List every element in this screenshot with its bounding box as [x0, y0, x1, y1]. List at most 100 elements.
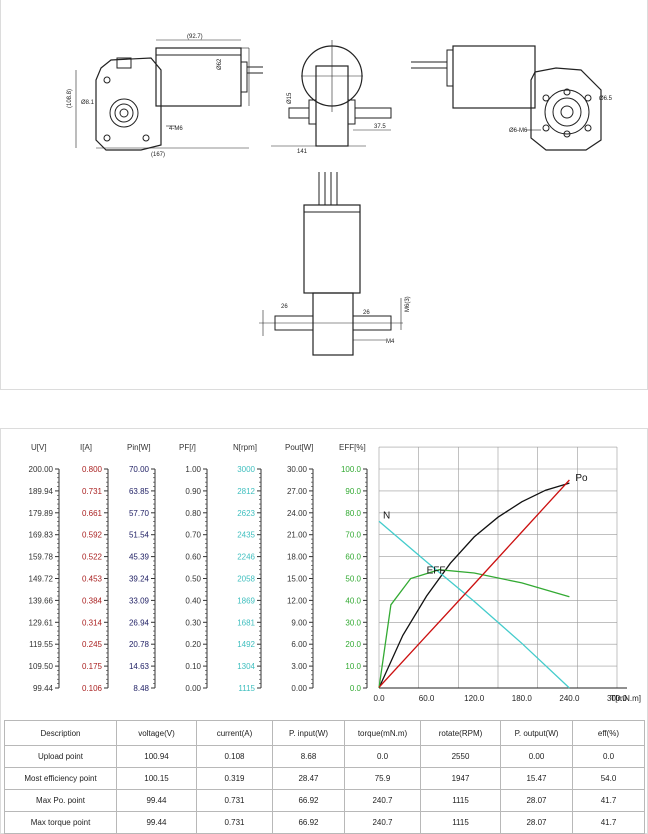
axis-tick-label: 26.94	[129, 618, 150, 627]
axis-tick-label: 40.0	[345, 596, 361, 605]
dim-label: 26	[363, 310, 370, 316]
table-cell: 0.0	[572, 745, 645, 768]
axis-tick-label: 149.72	[29, 575, 54, 584]
table-cell: 99.44	[116, 789, 197, 812]
dim-label: Ø62	[217, 58, 223, 70]
motor-technical-drawing: (92.7) Ø62 (108.8) Ø8.1 (167) 4-M6 Ø15 3…	[67, 34, 613, 356]
table-cell: 75.9	[344, 767, 421, 790]
speed-curve	[378, 520, 570, 689]
table-row: Max Po. point 99.44 0.731 66.92 240.7 11…	[4, 789, 645, 812]
table-cell: 8.68	[272, 745, 345, 768]
x-tick-label: 300.0	[607, 694, 628, 703]
table-cell: 1947	[420, 767, 501, 790]
table-header-cell: current(A)	[196, 720, 273, 746]
input-power-curve	[378, 479, 570, 688]
axis-tick-label: 1869	[237, 596, 255, 605]
axis-tick-label: 80.0	[345, 509, 361, 518]
axis-tick-label: 2058	[237, 575, 255, 584]
axis-tick-label: 169.83	[29, 531, 54, 540]
table-header-cell: P. output(W)	[500, 720, 573, 746]
table-header-cell: P. input(W)	[272, 720, 345, 746]
axis-tick-label: 0.10	[185, 662, 201, 671]
dim-label: (167)	[151, 152, 165, 158]
axis-tick-label: 0.50	[185, 575, 201, 584]
table-header-row: Description voltage(V) current(A) P. inp…	[4, 720, 645, 746]
table-cell: 0.0	[344, 745, 421, 768]
x-axis-unit: T[mN.m]	[610, 694, 641, 703]
axis-tick-label: 1115	[238, 684, 255, 693]
axis-tick-label: 0.314	[82, 618, 103, 627]
axis-tick-label: 1.00	[185, 465, 201, 474]
efficiency-curve-label: EFF	[427, 566, 446, 577]
column-header: PF[/]	[179, 443, 196, 452]
column-header: U[V]	[31, 443, 47, 452]
performance-table: Description voltage(V) current(A) P. inp…	[4, 720, 645, 834]
table-cell: 240.7	[344, 789, 421, 812]
table-cell: 41.7	[572, 789, 645, 812]
column-header: Pin[W]	[127, 443, 151, 452]
axis-tick-label: 33.09	[129, 596, 150, 605]
axis-tick-label: 0.60	[185, 553, 201, 562]
axis-tick-label: 129.61	[29, 618, 54, 627]
axis-tick-label: 2435	[237, 531, 255, 540]
axis-tick-label: 57.70	[129, 509, 150, 518]
axis-tick-label: 39.24	[129, 575, 150, 584]
axis-tick-label: 2246	[237, 553, 255, 562]
dim-label: 4-M6	[169, 126, 183, 132]
axis-tick-label: 24.00	[287, 509, 308, 518]
x-tick-label: 60.0	[419, 694, 435, 703]
axis-tick-label: 6.00	[291, 640, 307, 649]
column-header: Pout[W]	[285, 443, 313, 452]
axis-tick-label: 0.453	[82, 575, 103, 584]
axis-tick-label: 20.0	[345, 640, 361, 649]
table-cell: Max Po. point	[4, 789, 117, 812]
table-cell: 1115	[420, 789, 501, 812]
table-header-cell: Description	[4, 720, 117, 746]
axis-tick-label: 20.78	[129, 640, 150, 649]
axis-tick-label: 0.731	[82, 487, 103, 496]
table-cell: 99.44	[116, 811, 197, 834]
axis-tick-label: 0.384	[82, 596, 103, 605]
axis-tick-label: 159.78	[29, 553, 54, 562]
table-row: Max torque point 99.44 0.731 66.92 240.7…	[4, 811, 645, 834]
column-header: N[rpm]	[233, 443, 257, 452]
axis-tick-label: 0.90	[185, 487, 201, 496]
axis-tick-label: 0.800	[82, 465, 103, 474]
axis-tick-label: 0.30	[185, 618, 201, 627]
table-cell: 0.731	[196, 789, 273, 812]
axis-tick-label: 27.00	[287, 487, 308, 496]
axis-tick-label: 70.00	[129, 465, 150, 474]
axis-tick-label: 3.00	[291, 662, 307, 671]
table-header-cell: torque(mN.m)	[344, 720, 421, 746]
table-cell: 66.92	[272, 789, 345, 812]
table-cell: Most efficiency point	[4, 767, 117, 790]
axis-tick-label: 15.00	[287, 575, 308, 584]
table-cell: 2550	[420, 745, 501, 768]
axis-tick-label: 119.55	[29, 640, 53, 649]
x-tick-label: 120.0	[464, 694, 485, 703]
axis-tick-label: 0.00	[185, 684, 201, 693]
table-cell: Max torque point	[4, 811, 117, 834]
x-tick-label: 0.0	[373, 694, 385, 703]
axis-tick-label: 3000	[237, 465, 255, 474]
axis-tick-label: 21.00	[287, 531, 308, 540]
performance-chart: U[V]200.00189.94179.89169.83159.78149.72…	[29, 443, 641, 703]
table-cell: 0.108	[196, 745, 273, 768]
table-row: Most efficiency point 100.15 0.319 28.47…	[4, 767, 645, 790]
column-header: I[A]	[80, 443, 92, 452]
dim-label: (108.8)	[67, 89, 73, 108]
axis-tick-label: 0.0	[350, 684, 362, 693]
axis-tick-label: 60.0	[345, 553, 361, 562]
axis-tick-label: 9.00	[291, 618, 307, 627]
table-cell: 15.47	[500, 767, 573, 790]
axis-tick-label: 0.106	[82, 684, 103, 693]
dim-label: Ø6-M6	[509, 128, 528, 134]
axis-tick-label: 139.66	[29, 596, 54, 605]
axis-tick-label: 1681	[237, 618, 255, 627]
axis-tick-label: 179.89	[29, 509, 54, 518]
axis-tick-label: 0.70	[185, 531, 201, 540]
axis-tick-label: 0.20	[185, 640, 201, 649]
table-header-cell: eff(%)	[572, 720, 645, 746]
axis-tick-label: 1492	[237, 640, 255, 649]
axis-tick-label: 70.0	[345, 531, 361, 540]
